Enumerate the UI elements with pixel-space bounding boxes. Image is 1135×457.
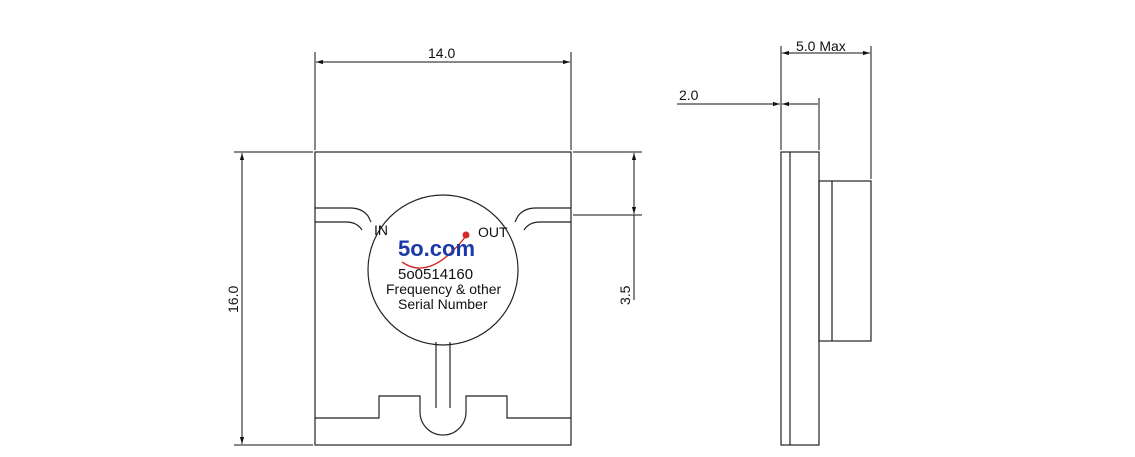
- port-offset-value: 3.5: [617, 285, 633, 305]
- input-port-trace: [315, 207, 372, 231]
- port-out-label: OUT: [478, 224, 508, 240]
- side-view: 5.0 Max 2.0: [677, 38, 872, 446]
- width-dimension: 14.0: [314, 45, 572, 150]
- brand-logo: 5o.com: [398, 231, 475, 269]
- frequency-note: Frequency & other: [386, 281, 502, 297]
- height-dimension-value: 16.0: [225, 286, 241, 313]
- base-thickness-dimension: 2.0: [677, 87, 820, 150]
- port-in-label: IN: [374, 222, 388, 238]
- serial-code: 5o0514160: [398, 266, 473, 283]
- output-port-trace: [514, 207, 571, 231]
- logo-text: 5o.com: [398, 236, 475, 261]
- max-height-value: 5.0 Max: [796, 38, 846, 54]
- package-body: [314, 151, 572, 446]
- side-cover: [818, 180, 872, 342]
- max-height-dimension: 5.0 Max: [780, 38, 872, 179]
- port-offset-dimension: 3.5: [573, 151, 642, 305]
- ferrite-disc: [367, 194, 519, 346]
- width-dimension-value: 14.0: [428, 45, 455, 61]
- serial-number-note: Serial Number: [398, 296, 488, 312]
- base-thickness-value: 2.0: [679, 87, 699, 103]
- bottom-notch-profile: [315, 395, 571, 436]
- front-view: IN OUT 5o.com 5o0514160 Frequency & othe…: [225, 45, 642, 446]
- logo-dot: [462, 231, 470, 239]
- ground-stub-trace: [435, 342, 451, 408]
- height-dimension: 16.0: [225, 151, 313, 446]
- logo-swoosh: [401, 235, 467, 269]
- side-base-plate: [780, 151, 820, 446]
